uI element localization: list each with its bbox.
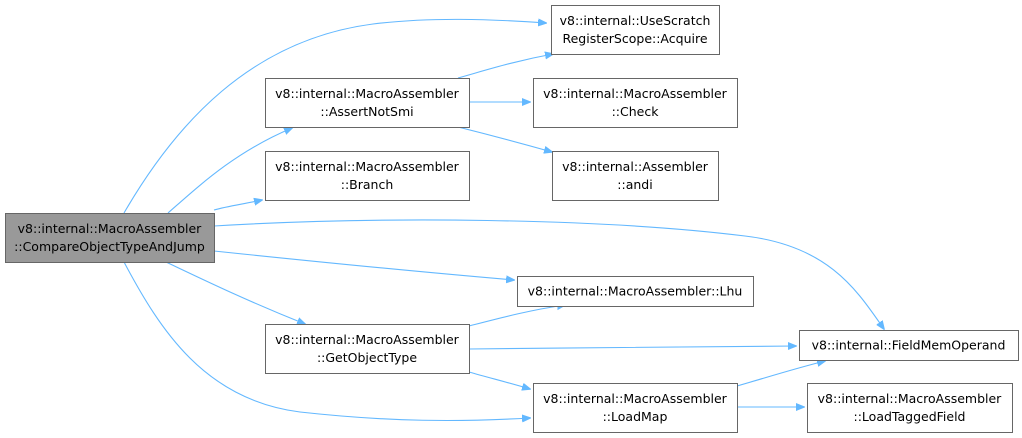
edge-assertnotsmi-to-acquire [457, 54, 553, 79]
node-getobjecttype[interactable]: v8::internal::MacroAssembler::GetObjectT… [265, 324, 470, 374]
edge-compare-to-assertnotsmi [167, 128, 292, 214]
node-box [265, 151, 470, 201]
edge-assertnotsmi-to-andi [457, 126, 552, 152]
node-andi[interactable]: v8::internal::Assembler::andi [552, 151, 719, 201]
node-box [799, 330, 1019, 361]
edge-compare-to-acquire [123, 19, 546, 214]
node-label-line: ::LoadMap [603, 409, 668, 424]
node-label-line: ::LoadTaggedField [854, 409, 966, 424]
node-box [533, 78, 738, 128]
node-label-line: v8::internal::MacroAssembler [543, 391, 728, 406]
node-label-line: ::AssertNotSmi [320, 104, 413, 119]
node-label-line: v8::internal::MacroAssembler [818, 391, 1003, 406]
node-box [552, 151, 719, 201]
edge-getobjecttype-to-fieldmemoperand [468, 346, 796, 349]
edges-layer [123, 19, 884, 420]
node-label-line: v8::internal::MacroAssembler [18, 221, 203, 236]
node-label-line: ::Branch [341, 177, 394, 192]
edge-compare-to-loadmap [123, 261, 530, 420]
node-box [551, 5, 720, 55]
node-acquire[interactable]: v8::internal::UseScratchRegisterScope::A… [551, 5, 720, 55]
node-label-line: v8::internal::MacroAssembler [275, 86, 460, 101]
node-box [517, 276, 754, 307]
node-label-line: v8::internal::UseScratch [560, 13, 711, 28]
node-label-line: v8::internal::MacroAssembler::Lhu [528, 284, 743, 299]
nodes-layer: v8::internal::MacroAssembler::CompareObj… [5, 5, 1019, 433]
edge-getobjecttype-to-lhu [468, 305, 565, 327]
node-assertnotsmi[interactable]: v8::internal::MacroAssembler::AssertNotS… [265, 78, 470, 128]
node-label-line: v8::internal::MacroAssembler [275, 159, 460, 174]
edge-getobjecttype-to-loadmap [468, 371, 530, 389]
node-label-line: ::GetObjectType [317, 350, 417, 365]
edge-compare-to-lhu [213, 250, 514, 280]
node-label-line: RegisterScope::Acquire [562, 31, 707, 46]
node-label-line: v8::internal::FieldMemOperand [812, 338, 1006, 353]
edge-loadmap-to-fieldmemoperand [736, 361, 825, 387]
node-box [5, 213, 215, 263]
node-label-line: ::CompareObjectTypeAndJump [14, 239, 205, 254]
node-lhu[interactable]: v8::internal::MacroAssembler::Lhu [517, 276, 754, 307]
node-loadtaggedfield[interactable]: v8::internal::MacroAssembler::LoadTagged… [807, 383, 1013, 433]
node-box [265, 78, 470, 128]
node-label-line: v8::internal::MacroAssembler [275, 332, 460, 347]
node-box [807, 383, 1013, 433]
node-label-line: ::andi [617, 177, 652, 192]
node-label-line: ::Check [612, 104, 660, 119]
node-fieldmemoperand[interactable]: v8::internal::FieldMemOperand [799, 330, 1019, 361]
node-box [265, 324, 470, 374]
node-check[interactable]: v8::internal::MacroAssembler::Check [533, 78, 738, 128]
node-box [533, 383, 738, 433]
edge-compare-to-getobjecttype [165, 261, 305, 324]
node-loadmap[interactable]: v8::internal::MacroAssembler::LoadMap [533, 383, 738, 433]
node-branch[interactable]: v8::internal::MacroAssembler::Branch [265, 151, 470, 201]
node-compare[interactable]: v8::internal::MacroAssembler::CompareObj… [5, 213, 215, 263]
edge-compare-to-fieldmemoperand [213, 219, 884, 329]
node-label-line: v8::internal::MacroAssembler [543, 86, 728, 101]
edge-compare-to-branch [213, 200, 262, 211]
node-label-line: v8::internal::Assembler [562, 159, 709, 174]
